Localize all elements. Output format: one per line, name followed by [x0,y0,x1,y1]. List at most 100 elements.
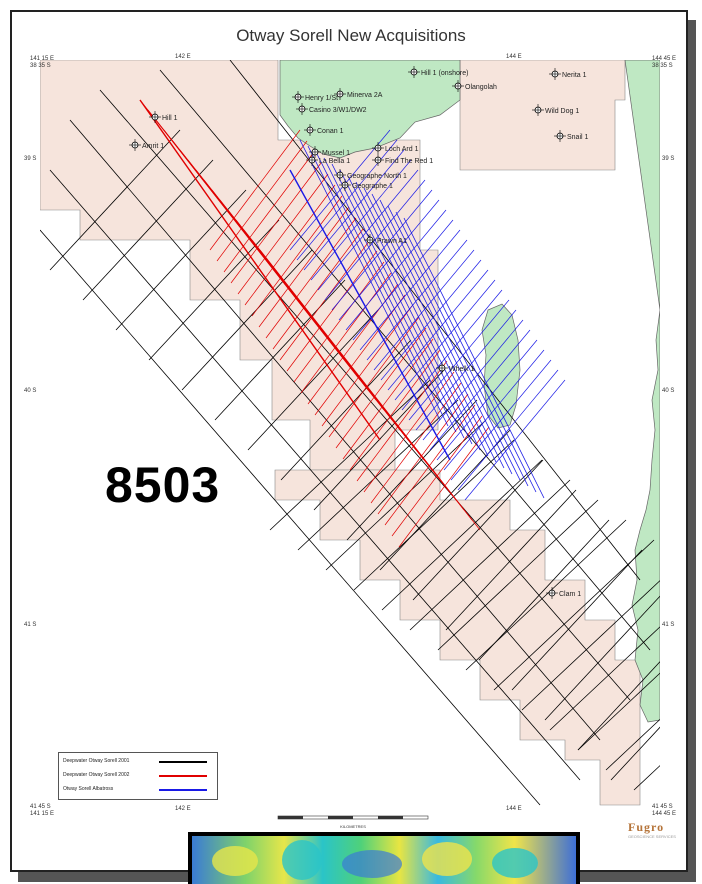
seismic-line-albatross [415,309,517,431]
seismic-line-2001 [493,539,655,691]
map-canvas: Hill 1 Amrit 1 Mussel 1La Bella 1 Loch Ard … [40,60,660,806]
seismic-line-albatross [380,259,482,381]
map-legend: Deepwater Otway Sorell 2001 Deepwater Ot… [58,752,218,800]
well-2: Mussel 1 [309,146,350,158]
seismic-line-2002 [209,129,301,251]
seismic-line-albatross [315,151,457,433]
seismic-line-2002 [321,305,413,427]
well-4: Loch Ard 1 [372,142,419,154]
seismic-line-2001 [521,580,660,711]
seismic-line-albatross [331,189,433,311]
lat-tick-41-right: 41 S [662,622,675,628]
well-3: La Bella 1 [306,154,350,166]
seismic-line-2001 [412,459,544,601]
legend-label-2001: Deepwater Otway Sorell 2001 [63,758,130,764]
well-10: Whelk 1 [436,362,474,374]
coastline-tasmania [624,60,660,723]
well-markers: Hill 1 Amrit 1 Mussel 1La Bella 1 Loch Ard … [129,66,589,599]
well-label: Prawn A1 [377,238,407,245]
seismic-line-2001 [99,89,631,701]
well-label: Henry 1/St [305,95,338,102]
seismic-line-albatross [464,379,566,501]
seismic-line-2001 [269,379,431,531]
well-1: Amrit 1 [129,139,164,151]
seismic-line-2002 [363,371,455,493]
seismic-line-2002 [398,426,490,548]
well-label: Hill 1 [162,115,178,122]
well-label: Amrit 1 [142,143,164,150]
seismic-line-albatross [347,175,489,457]
legend-label-albatross: Otway Sorell Albatross [63,786,114,792]
seismic-line-albatross [450,359,552,481]
seismic-line-2002 [223,151,315,273]
well-12: Nerita 1 [549,68,587,80]
permit-area-west [40,60,439,471]
well-label: La Bella 1 [319,158,350,165]
well-16: Hill 1 (onshore) [408,66,468,78]
seismic-line-2002 [258,206,350,328]
well-19: Minerva 2A [334,88,383,100]
seismic-line-2002 [300,272,392,394]
seismic-line-albatross [307,145,449,427]
well-15: Olangolah [452,80,497,92]
seismic-line-2001 [181,249,313,391]
legend-swatch-albatross [159,789,207,791]
seismic-line-2002 [314,294,406,416]
well-18: Casino 3/W1/DW2 [296,103,367,115]
well-label: Mussel 1 [322,150,350,157]
well-14: Snail 1 [554,130,589,142]
seismic-line-2001 [115,189,247,331]
seismic-line-albatross [331,163,473,445]
seismic-line-albatross [436,339,538,461]
corner-label-top-left: 141 15 E 38 35 S [30,56,54,70]
seismic-line-albatross [359,229,461,351]
corner-label-bottom-right: 41 45 S 144 45 E [652,804,676,818]
seismic-line-2001 [325,419,487,571]
well-label: Minerva 2A [347,92,383,99]
seismic-line-2002 [230,162,322,284]
well-label: Nerita 1 [562,72,587,79]
corner-text-top-right: 144 45 E 38 35 S [652,56,677,69]
seismic-line-2001 [577,661,660,751]
lon-tick-144-top: 144 E [506,54,522,60]
king-island [481,303,521,429]
seismic-line-2002 [272,228,364,350]
seismic-line-albatross [323,157,465,439]
seismic-line-2002 [265,217,357,339]
seismic-line-2002 [377,393,469,515]
seismic-line-2001 [69,119,601,741]
well-label: Wild Dog 1 [545,108,579,115]
lon-tick-142-bottom: 142 E [175,806,191,812]
seismic-line-albatross [457,369,559,491]
seismic-line-albatross [422,319,524,441]
corner-text-bottom-right: 41 45 S 144 45 E [652,804,677,817]
seismic-line-2002 [251,195,343,317]
well-label: Casino 3/W1/DW2 [309,107,367,114]
seismic-line-2001 [40,229,541,806]
seismic-line-albatross [355,181,497,463]
corner-text-bottom-left: 41 45 S 141 15 E [30,804,55,817]
seismic-line-2001 [159,69,651,651]
coastline-victoria [279,60,461,159]
seismic-line-albatross [429,329,531,451]
well-label: Loch Ard 1 [385,146,419,153]
seismic-line-2002 [286,250,378,372]
seismic-line-albatross [317,169,419,291]
seismic-line-albatross [401,289,503,411]
seismic-line-2001 [82,159,214,301]
seismic-line-albatross [345,209,447,331]
fugro-logo: Fugro [628,820,665,834]
well-label: Snail 1 [567,134,589,141]
scale-bar: KILOMETRES [277,815,429,829]
seismic-line-2001 [247,309,379,451]
seismic-line-albatross [387,205,529,487]
seismic-line-2002 [328,316,420,438]
well-6: Conan 1 [304,124,344,136]
lat-tick-39-right: 39 S [662,156,675,162]
seismic-line-2001 [465,519,627,671]
well-label: Geographe North 1 [347,173,407,180]
seismic-line-2002 [370,382,462,504]
seismic-line-albatross [379,199,521,481]
seismic-line-2001 [549,626,660,731]
scale-label: KILOMETRES [340,824,366,829]
